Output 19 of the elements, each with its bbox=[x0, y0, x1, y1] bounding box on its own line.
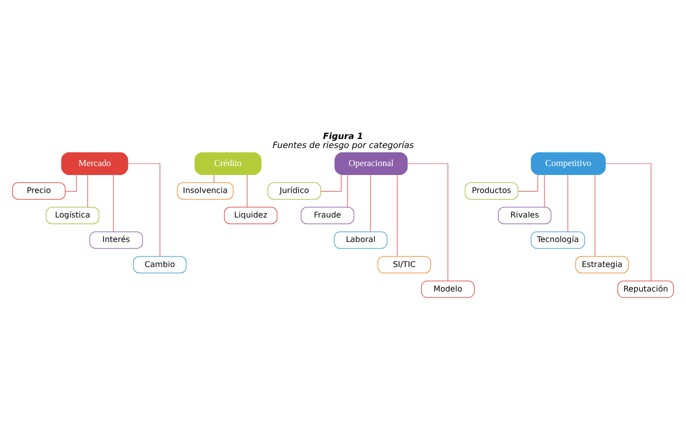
connector bbox=[246, 174, 248, 207]
node-box: Mercado bbox=[61, 152, 128, 174]
connector bbox=[396, 174, 398, 256]
connector bbox=[320, 174, 342, 192]
connector bbox=[594, 174, 596, 256]
caption: Fuentes de riesgo por categorías bbox=[272, 140, 414, 150]
connector bbox=[128, 162, 160, 256]
connector bbox=[544, 174, 545, 207]
node-box: Crédito bbox=[194, 152, 262, 174]
node-box: Operacional bbox=[334, 152, 408, 174]
connector bbox=[605, 162, 652, 281]
connector bbox=[518, 174, 538, 192]
connector bbox=[113, 174, 114, 232]
node-box: Competitivo bbox=[530, 152, 606, 174]
diagram-title: Figura 1 bbox=[323, 132, 364, 142]
connector bbox=[347, 174, 348, 207]
connector bbox=[370, 174, 371, 232]
connector bbox=[87, 174, 88, 207]
connector bbox=[407, 162, 448, 281]
